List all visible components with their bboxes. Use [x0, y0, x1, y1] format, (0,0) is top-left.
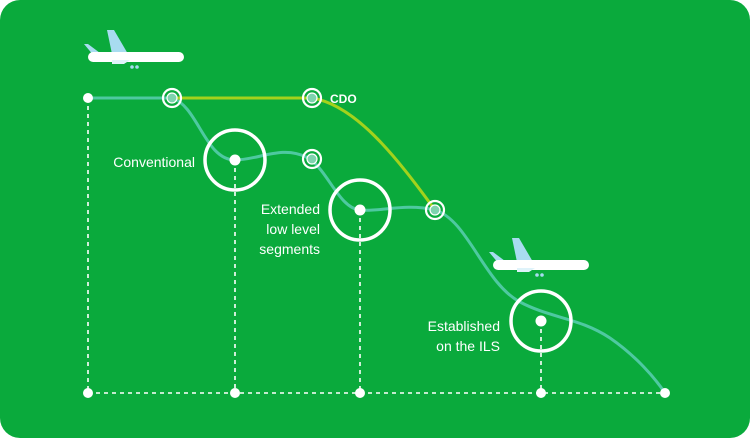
airplane-icon	[84, 30, 184, 69]
dot-base-0	[83, 388, 93, 398]
dot-base-3	[536, 388, 546, 398]
dot-ils	[535, 315, 547, 327]
ring-ils	[509, 289, 573, 353]
airplane-icon	[489, 238, 589, 277]
dot-extended	[354, 204, 366, 216]
dot-base-1	[230, 388, 240, 398]
white-dots	[83, 93, 670, 398]
dot-conventional	[229, 154, 241, 166]
label-extended-3: segments	[259, 241, 320, 257]
label-cdo: CDO	[330, 92, 357, 106]
label-extended-1: Extended	[261, 201, 320, 217]
dot-base-end	[660, 388, 670, 398]
dot-start	[83, 93, 93, 103]
ring-extended	[328, 178, 392, 242]
guide-lines	[87, 98, 665, 394]
dot-base-2	[355, 388, 365, 398]
label-conventional: Conventional	[113, 154, 195, 170]
node-conventional-mid	[301, 148, 323, 170]
highlight-rings	[203, 128, 573, 353]
node-cdo-start	[161, 87, 183, 109]
node-cdo-label-point	[301, 87, 323, 109]
path-nodes	[161, 87, 446, 221]
label-extended-2: low level	[266, 221, 320, 237]
node-cdo-end	[424, 199, 446, 221]
label-established-2: on the ILS	[436, 338, 500, 354]
label-established-1: Established	[428, 318, 500, 334]
cdo-path	[170, 96, 437, 212]
conventional-approach-path	[86, 96, 667, 395]
ring-conventional	[203, 128, 267, 192]
